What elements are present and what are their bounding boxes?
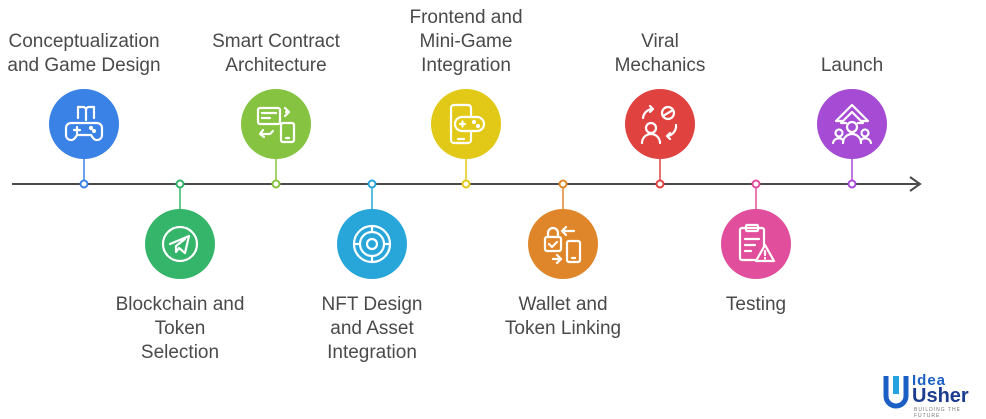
step-label-frontend: Frontend and Mini-Game Integration [409,7,523,76]
step-label-blockchain: Blockchain and Token Selection [115,294,245,363]
step-circle-nft [337,209,407,279]
rocket-launch-icon [831,103,873,145]
nft-target-icon [352,224,392,264]
step-circle-launch [817,89,887,159]
step-label-wallet: Wallet and Token Linking [504,294,622,339]
timeline-dot [847,179,857,189]
step-circle-frontend [431,89,501,159]
timeline-dot [461,179,471,189]
logo-tagline: BUILDING THE FUTURE [914,407,961,419]
timeline-dot [79,179,89,189]
step-label-nft: NFT Design and Asset Integration [321,294,423,363]
phone-gamepad-icon [449,103,486,145]
step-label-testing: Testing [725,294,787,315]
step-label-conceptualization: Conceptualization and Game Design [7,31,161,76]
telegram-icon [161,225,199,263]
logo-word-idea: Idea [912,372,947,389]
timeline-dot [271,179,281,189]
timeline-dot [367,179,377,189]
step-circle-wallet [528,209,598,279]
contract-phone-icon [256,106,296,144]
wallet-lock-icon [543,225,582,265]
step-circle-viral [625,89,695,159]
step-label-viral: Viral Mechanics [614,31,706,76]
step-circle-smart-contract [241,89,311,159]
step-circle-testing [721,209,791,279]
viral-users-icon [640,104,678,145]
brand-logo: Idea Usher BUILDING THE FUTURE [880,370,980,419]
step-label-smart-contract: Smart Contract Architecture [212,31,340,76]
step-circle-blockchain [145,209,215,279]
timeline-dot [655,179,665,189]
timeline-arrowhead [909,176,922,192]
clipboard-warning-icon [738,223,776,263]
gamepad-book-icon [64,105,104,142]
step-circle-conceptualization [49,89,119,159]
logo-word-usher: Usher [912,385,969,407]
timeline-dot [751,179,761,189]
logo-mark-icon [883,376,909,409]
timeline-dot [175,179,185,189]
timeline-dot [558,179,568,189]
step-label-launch: Launch [820,55,884,76]
